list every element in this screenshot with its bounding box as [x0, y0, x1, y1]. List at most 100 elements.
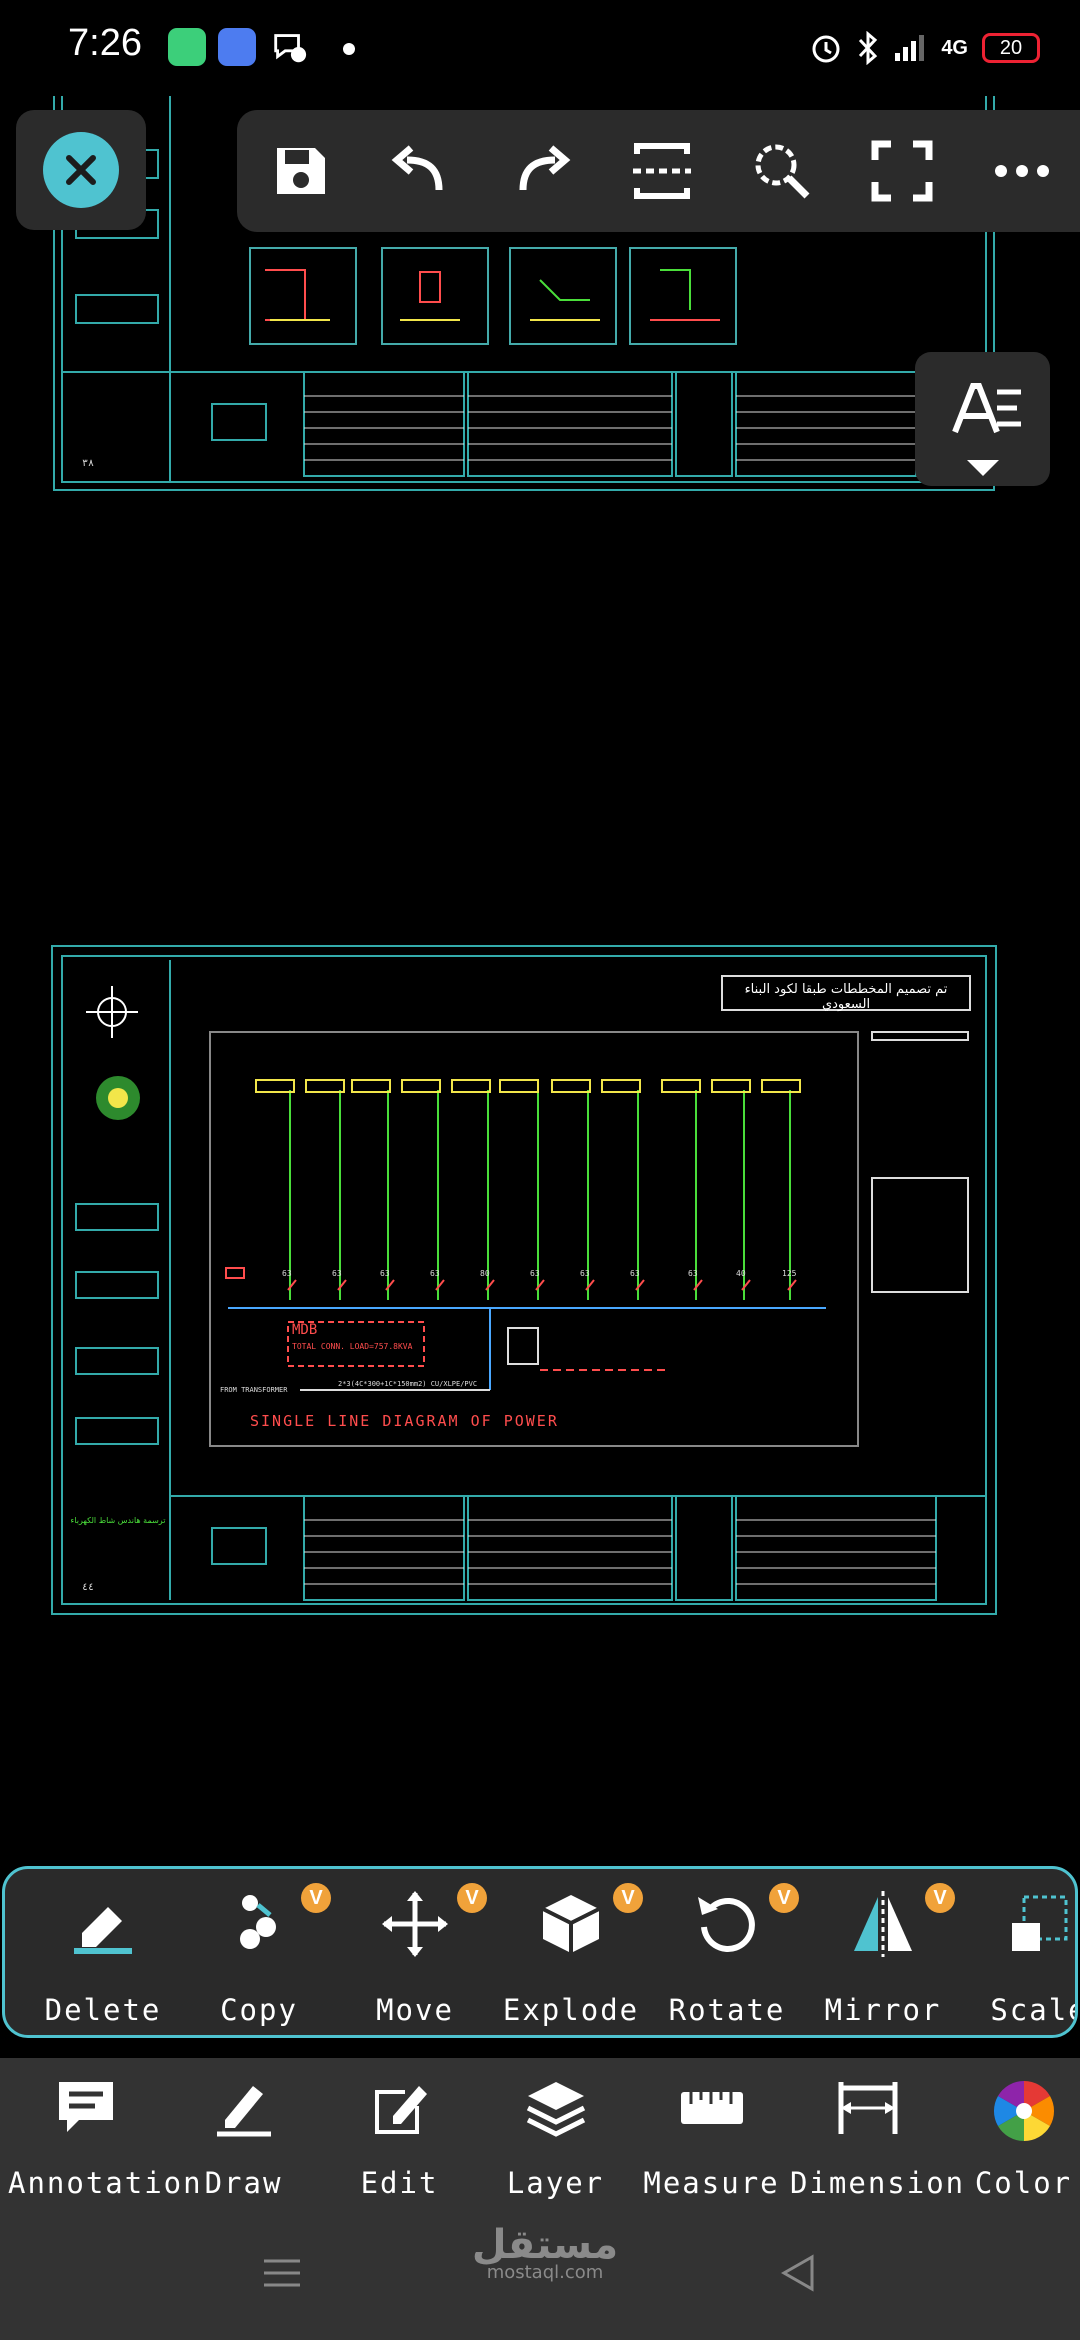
battery-level: 20 [999, 36, 1023, 59]
select-icon[interactable] [629, 138, 695, 204]
annotation-menu-item[interactable]: Annotation [8, 2078, 203, 2218]
more-icon[interactable] [989, 138, 1055, 204]
copy-icon [240, 1895, 276, 1949]
edit-icon [375, 2086, 427, 2134]
breaker-rating: 125 [782, 1269, 797, 1278]
breaker-rating: 80 [480, 1269, 490, 1278]
vip-badge: V [457, 1883, 487, 1913]
zoom-icon[interactable] [749, 138, 815, 204]
color-label: Color [974, 2166, 1073, 2200]
save-icon[interactable] [267, 138, 333, 204]
watermark-arabic: مستقل [471, 2222, 619, 2268]
mirror-label: Mirror [824, 1993, 942, 2027]
layer-label: Layer [506, 2166, 605, 2200]
recent-apps-icon[interactable] [262, 2248, 302, 2298]
breaker-rating: 63 [332, 1269, 342, 1278]
edit-menu-item[interactable]: Edit [322, 2078, 477, 2218]
mostaql-watermark: مستقل mostaql.com [470, 2222, 620, 2283]
dimension-icon [838, 2082, 898, 2134]
text-style-button[interactable] [915, 352, 1050, 486]
breaker-rating: 63 [580, 1269, 590, 1278]
clock: 7:26 [68, 22, 142, 64]
breaker-rating: 63 [430, 1269, 440, 1278]
sheet-1-table-lines [304, 395, 916, 461]
mirror-tool[interactable]: V Mirror [813, 1883, 955, 2029]
rotate-icon [698, 1897, 755, 1952]
sheet-1 [53, 96, 995, 491]
copy-tool[interactable]: V Copy [189, 1883, 331, 2029]
close-button[interactable] [43, 132, 119, 208]
sheet-2-owner-note: ترسمة هاندس شاط الكهرباء [70, 1516, 166, 1525]
sheet-2-number: ٤٤ [82, 1582, 95, 1593]
rotate-label: Rotate [668, 1993, 786, 2027]
watermark-latin: mostaql.com [486, 2262, 604, 2283]
explode-icon [542, 1895, 600, 1953]
messenger-icon [274, 34, 307, 63]
color-wheel-icon [993, 2081, 1055, 2141]
mirror-icon [854, 1891, 912, 1957]
breaker-rating: 63 [630, 1269, 640, 1278]
mdb-load: TOTAL CONN. LOAD=757.8KVA [292, 1342, 413, 1351]
sheet-2 [51, 945, 997, 1615]
dimension-menu-item[interactable]: Dimension [790, 2078, 966, 2218]
measure-menu-item[interactable]: Measure [634, 2078, 789, 2218]
sheet-1-details [265, 269, 720, 321]
cad-drawing [51, 96, 997, 1615]
rotate-tool[interactable]: V Rotate [657, 1883, 799, 2029]
annotation-label: Annotation [8, 2166, 203, 2200]
draw-label: Draw [204, 2166, 283, 2200]
draw-menu-item[interactable]: Draw [166, 2078, 321, 2218]
breaker-rating: 63 [688, 1269, 698, 1278]
vip-badge: V [769, 1883, 799, 1913]
redo-icon[interactable] [509, 138, 575, 204]
cable-note: 2*3(4C*300+1C*150mm2) CU/XLPE/PVC [338, 1380, 478, 1388]
municipality-logo [96, 1076, 140, 1120]
drawing-canvas[interactable]: تم تصميم المخططات طبقا لكود البناء السعو… [0, 96, 1080, 1856]
scale-tool[interactable]: Scale [969, 1889, 1078, 2029]
top-toolbar [237, 110, 1080, 232]
network-type: 4G [941, 37, 968, 59]
eraser-icon [74, 1907, 132, 1954]
bottom-menu: Annotation Draw Edit Layer Measure [0, 2058, 1080, 2340]
explode-label: Explode [502, 1993, 640, 2027]
color-menu-item[interactable]: Color [946, 2078, 1080, 2218]
vip-badge: V [925, 1883, 955, 1913]
breaker-rating: 40 [736, 1269, 746, 1278]
measure-label: Measure [643, 2166, 780, 2200]
diagram-title: SINGLE LINE DIAGRAM OF POWER [250, 1412, 559, 1430]
back-icon[interactable] [778, 2248, 818, 2298]
sheet-1-number: ٣٨ [82, 458, 95, 469]
sheet-note: تم تصميم المخططات طبقا لكود البناء السعو… [744, 982, 948, 1012]
move-tool[interactable]: V Move [345, 1883, 487, 2029]
scale-label: Scale [990, 1993, 1078, 2027]
breaker-rating: 63 [282, 1269, 292, 1278]
layers-icon [526, 2082, 586, 2137]
copy-label: Copy [220, 1993, 298, 2027]
vip-badge: V [301, 1883, 331, 1913]
notification-dot [343, 43, 355, 55]
explode-tool[interactable]: V Explode [501, 1883, 643, 2029]
edit-label: Edit [360, 2166, 439, 2200]
battery-saver-icon [168, 28, 206, 66]
sheet-2-table-lines [304, 1519, 936, 1585]
close-icon [66, 155, 96, 185]
signal-icon [895, 35, 925, 61]
delete-tool[interactable]: Delete [33, 1889, 173, 2029]
undo-icon[interactable] [387, 138, 453, 204]
vip-badge: V [613, 1883, 643, 1913]
compass-icon [86, 986, 138, 1038]
mdb-title: MDB [292, 1322, 318, 1338]
dimension-label: Dimension [790, 2166, 966, 2200]
multitask-icon [218, 28, 256, 66]
ruler-icon [681, 2092, 743, 2124]
annotation-icon [59, 2082, 113, 2132]
layer-menu-item[interactable]: Layer [478, 2078, 633, 2218]
text-style-icon [952, 383, 1021, 476]
delete-label: Delete [44, 1993, 162, 2027]
fullscreen-icon[interactable] [869, 138, 935, 204]
move-label: Move [376, 1993, 454, 2027]
scale-icon [1012, 1895, 1068, 1951]
status-bar: 7:26 4G 20 [0, 0, 1080, 96]
from-transformer-label: FROM TRANSFORMER [220, 1386, 288, 1394]
pencil-icon [217, 2086, 271, 2137]
